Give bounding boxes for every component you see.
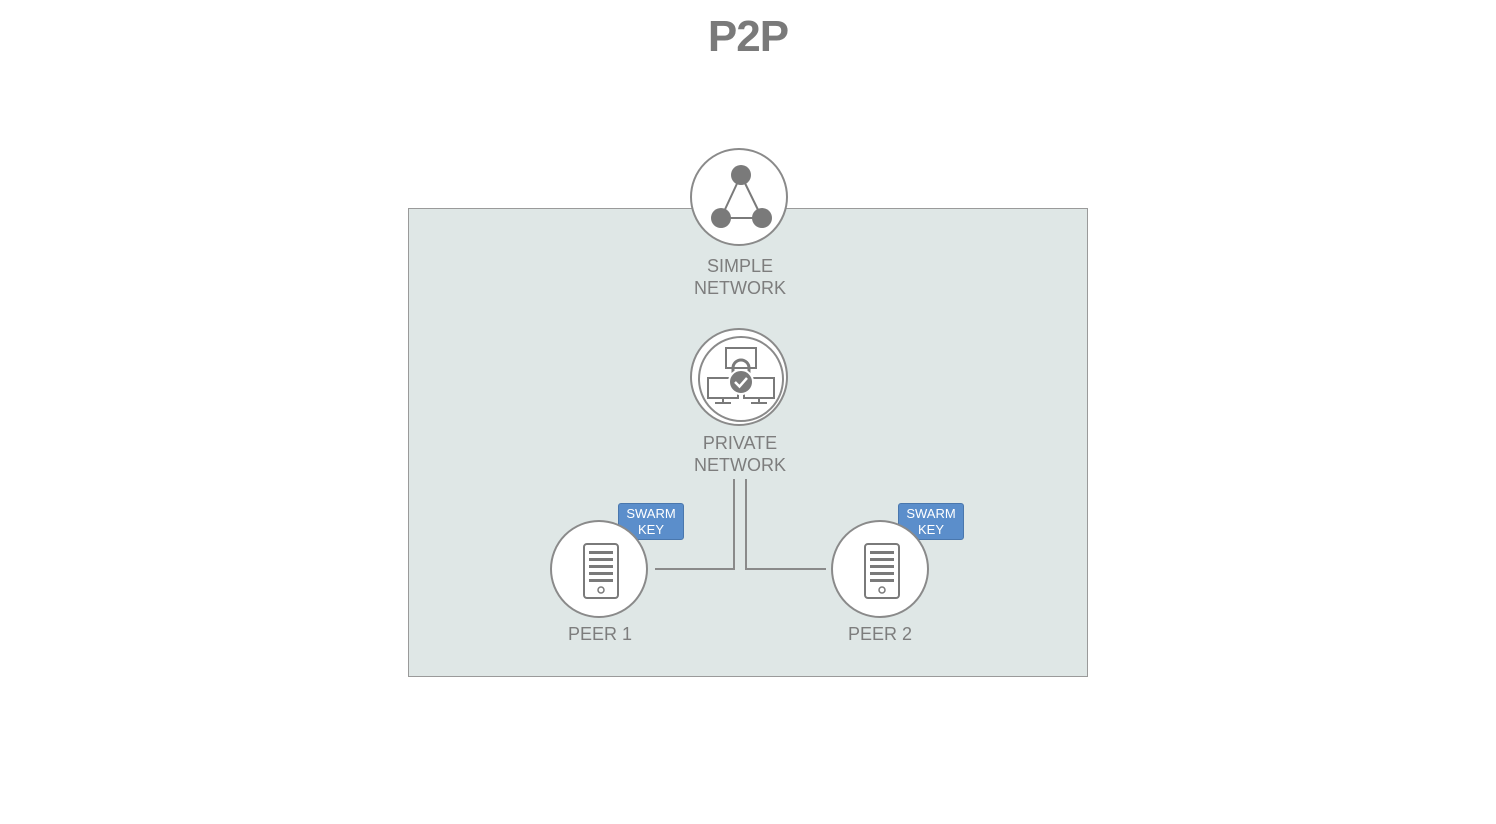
private-network-lock-icon	[698, 336, 784, 422]
simple-network-label-line1: SIMPLE	[706, 256, 774, 276]
simple-network-node[interactable]	[690, 148, 788, 246]
peer2-badge-line2: KEY	[917, 522, 944, 537]
peer1-node[interactable]	[550, 520, 648, 618]
page-title: P2P	[707, 12, 789, 61]
network-triangle-icon	[711, 165, 772, 228]
private-network-area	[408, 208, 1088, 677]
server-icon	[864, 543, 900, 599]
server-icon	[583, 543, 619, 599]
private-network-node[interactable]	[690, 328, 788, 426]
peer1-label: PEER 1	[567, 624, 633, 644]
private-network-label-line2: NETWORK	[694, 455, 786, 475]
peer1-badge-line2: KEY	[637, 522, 664, 537]
simple-network-label-line2: NETWORK	[694, 278, 786, 298]
peer1-badge-line1: SWARM	[626, 506, 676, 521]
wire-peer1	[655, 479, 735, 570]
peer2-badge-line1: SWARM	[906, 506, 956, 521]
peer2-label: PEER 2	[847, 624, 913, 644]
peer2-node[interactable]	[831, 520, 929, 618]
private-network-label: PRIVATE NETWORK	[660, 432, 820, 476]
wire-peer2	[745, 479, 826, 570]
private-network-label-line1: PRIVATE	[702, 433, 778, 453]
simple-network-label: SIMPLE NETWORK	[660, 255, 820, 299]
